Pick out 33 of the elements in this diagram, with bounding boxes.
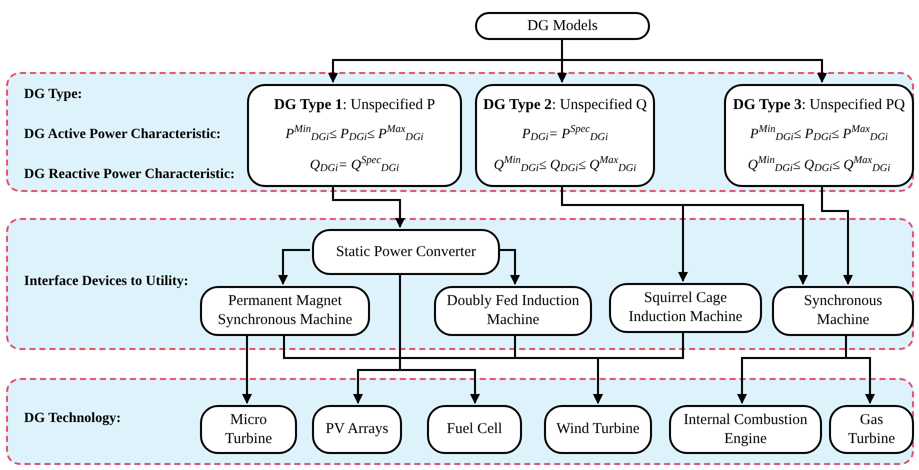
rounded-box: Micro Turbine xyxy=(200,405,297,454)
rounded-box: Wind Turbine xyxy=(544,405,652,454)
arrow xyxy=(561,40,827,83)
arrow xyxy=(242,334,252,404)
rounded-box: Gas Turbine xyxy=(829,405,914,454)
rounded-box: Squirrel Cage Induction Machine xyxy=(609,283,762,333)
arrow xyxy=(821,185,853,285)
rounded-box: PV Arrays xyxy=(312,405,402,454)
arrow xyxy=(332,185,405,228)
rounded-box: Synchronous Machine xyxy=(772,286,914,336)
rounded-box: Doubly Fed Induction Machine xyxy=(434,286,592,336)
rounded-box: Static Power Converter xyxy=(312,229,500,275)
dashed-group-band xyxy=(6,378,914,465)
section-label: DG Type: xyxy=(24,86,82,104)
section-label: DG Reactive Power Characteristic: xyxy=(24,166,235,184)
arrow xyxy=(498,249,520,285)
type-box xyxy=(475,84,655,187)
section-label: DG Technology: xyxy=(24,410,121,428)
section-label: Interface Devices to Utility: xyxy=(24,273,188,291)
rounded-box: DG Models xyxy=(475,12,650,40)
type-box xyxy=(247,84,462,187)
dashed-group-band xyxy=(6,72,914,192)
arrow xyxy=(278,249,310,285)
dashed-group-band xyxy=(6,218,914,350)
type-heading: DG Type 1: Unspecified P xyxy=(274,96,436,114)
type-heading: DG Type 2: Unspecified Q xyxy=(483,96,647,114)
rounded-box: Fuel Cell xyxy=(427,405,522,454)
section-label: DG Active Power Characteristic: xyxy=(24,126,221,144)
type-box xyxy=(724,84,914,187)
rounded-box: Internal Combustion Engine xyxy=(669,405,822,454)
type-heading: DG Type 3: Unspecified PQ xyxy=(733,96,905,114)
arrow xyxy=(593,331,684,404)
rounded-box: Permanent Magnet Synchronous Machine xyxy=(200,286,370,336)
